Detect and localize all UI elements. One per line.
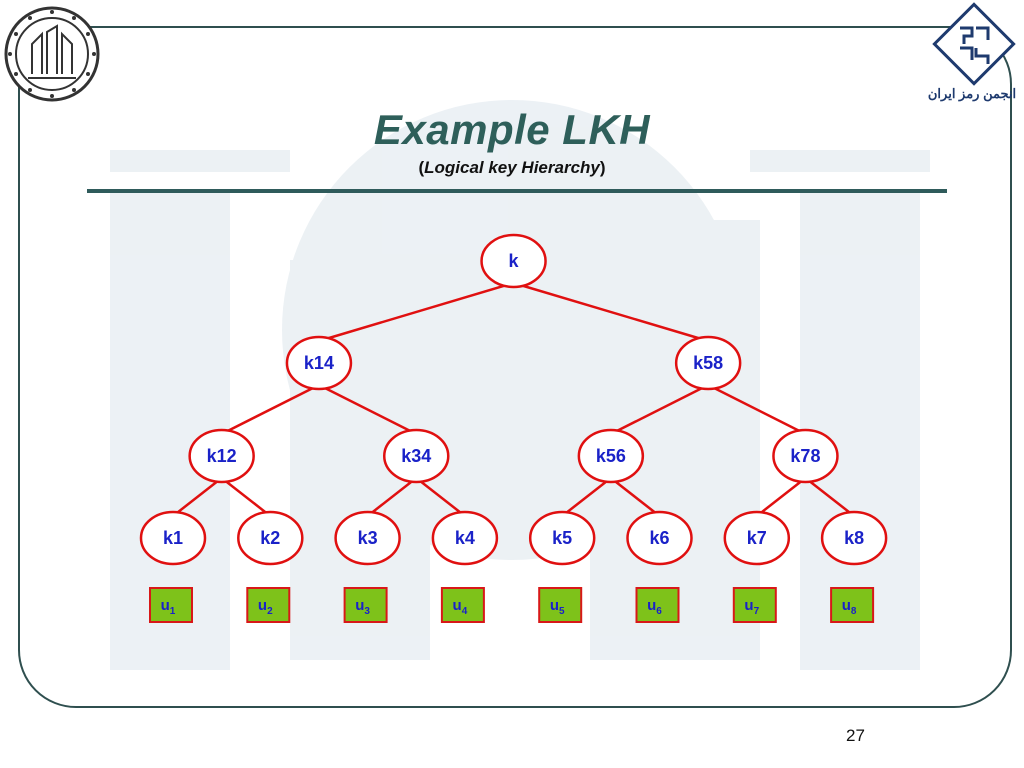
- key-node-label: k34: [401, 446, 431, 466]
- tree-edge-k78-k7: [756, 477, 807, 517]
- user-box-4: u4: [440, 587, 485, 623]
- user-box-3: u3: [343, 587, 388, 623]
- key-node-ellipse: [820, 510, 888, 566]
- user-box-rect: [343, 587, 388, 623]
- key-node-label: k2: [260, 528, 280, 548]
- key-node-k6: k6: [626, 510, 693, 566]
- society-logo: [932, 2, 1016, 86]
- key-node-k4: k4: [431, 510, 499, 566]
- key-node-ellipse: [188, 428, 255, 484]
- user-box-rect: [635, 587, 680, 623]
- user-label: u1: [161, 597, 176, 617]
- user-box-8: u8: [830, 587, 875, 623]
- user-label: u3: [355, 597, 370, 617]
- tree-edge-k14-k12: [221, 383, 320, 436]
- tree-edge-k34-k4: [415, 477, 466, 517]
- user-label: u8: [842, 597, 857, 617]
- user-box-5: u5: [538, 587, 583, 623]
- key-node-k: k: [480, 233, 547, 289]
- key-node-k2: k2: [237, 510, 304, 566]
- tree-edge-k78-k8: [804, 477, 855, 517]
- key-node-k14: k14: [285, 335, 353, 391]
- subtitle-open-paren: (: [418, 158, 425, 177]
- user-label: u2: [258, 597, 273, 617]
- key-node-k1: k1: [139, 510, 207, 566]
- key-node-ellipse: [723, 510, 791, 566]
- key-node-label: k12: [207, 446, 237, 466]
- key-node-label: k: [509, 251, 520, 271]
- key-node-k56: k56: [577, 428, 645, 484]
- title-divider: [87, 189, 947, 193]
- user-box-rect: [149, 587, 193, 623]
- key-node-label: k58: [693, 353, 723, 373]
- key-node-ellipse: [577, 428, 645, 484]
- page-number: 27: [846, 726, 865, 745]
- user-box-rect: [732, 587, 777, 623]
- key-node-ellipse: [431, 510, 499, 566]
- university-seal-logo: [4, 6, 100, 102]
- key-node-label: k3: [358, 528, 378, 548]
- key-node-k58: k58: [674, 335, 742, 391]
- tree-edge-k34-k3: [366, 477, 418, 517]
- slide-frame: [18, 26, 1012, 708]
- tree-edge-k56-k6: [610, 477, 661, 517]
- user-label: u4: [453, 597, 468, 617]
- key-node-label: k56: [596, 446, 626, 466]
- slide-subtitle: (Logical key Hierarchy): [0, 158, 1024, 178]
- user-label: u5: [550, 597, 565, 617]
- user-box-rect: [830, 587, 875, 623]
- key-node-ellipse: [237, 510, 304, 566]
- key-node-label: k6: [649, 528, 669, 548]
- key-node-k7: k7: [723, 510, 791, 566]
- tree-edge-k-k58: [513, 281, 709, 343]
- title-block: Example LKH (Logical key Hierarchy): [0, 106, 1024, 178]
- key-node-ellipse: [139, 510, 207, 566]
- key-node-ellipse: [285, 335, 353, 391]
- key-node-label: k1: [163, 528, 183, 548]
- user-label: u6: [647, 597, 662, 617]
- tree-edge-k58-k78: [707, 383, 807, 436]
- user-box-rect: [538, 587, 583, 623]
- key-node-label: k7: [747, 528, 767, 548]
- key-node-ellipse: [528, 510, 596, 566]
- tree-edge-k56-k5: [561, 477, 612, 517]
- key-node-k5: k5: [528, 510, 596, 566]
- key-node-label: k5: [552, 528, 572, 548]
- user-label: u7: [744, 597, 759, 617]
- user-box-6: u6: [635, 587, 680, 623]
- key-node-k78: k78: [772, 428, 839, 484]
- user-box-rect: [246, 587, 291, 623]
- key-node-label: k4: [455, 528, 475, 548]
- user-box-2: u2: [246, 587, 291, 623]
- tree-edge-k-k14: [318, 281, 514, 343]
- key-node-k34: k34: [383, 428, 450, 484]
- tree-edge-k12-k2: [220, 477, 272, 517]
- user-box-rect: [440, 587, 485, 623]
- key-node-ellipse: [626, 510, 693, 566]
- key-node-label: k78: [790, 446, 820, 466]
- tree-edge-k12-k1: [172, 477, 223, 517]
- tree-edge-k58-k56: [610, 383, 709, 436]
- slide-title: Example LKH: [373, 106, 651, 153]
- key-node-label: k14: [304, 353, 334, 373]
- key-node-ellipse: [772, 428, 839, 484]
- key-node-k8: k8: [820, 510, 888, 566]
- user-box-1: u1: [149, 587, 193, 623]
- key-node-k3: k3: [334, 510, 401, 566]
- society-logo-text: انجمن رمز ایران: [927, 86, 1017, 101]
- key-node-label: k8: [844, 528, 864, 548]
- user-box-7: u7: [732, 587, 777, 623]
- subtitle-text: Logical key Hierarchy: [424, 158, 600, 177]
- key-node-ellipse: [334, 510, 401, 566]
- key-node-ellipse: [383, 428, 450, 484]
- key-node-ellipse: [480, 233, 547, 289]
- key-node-ellipse: [674, 335, 742, 391]
- key-node-k12: k12: [188, 428, 255, 484]
- subtitle-close-paren: ): [599, 158, 606, 177]
- tree-edge-k14-k34: [318, 383, 417, 436]
